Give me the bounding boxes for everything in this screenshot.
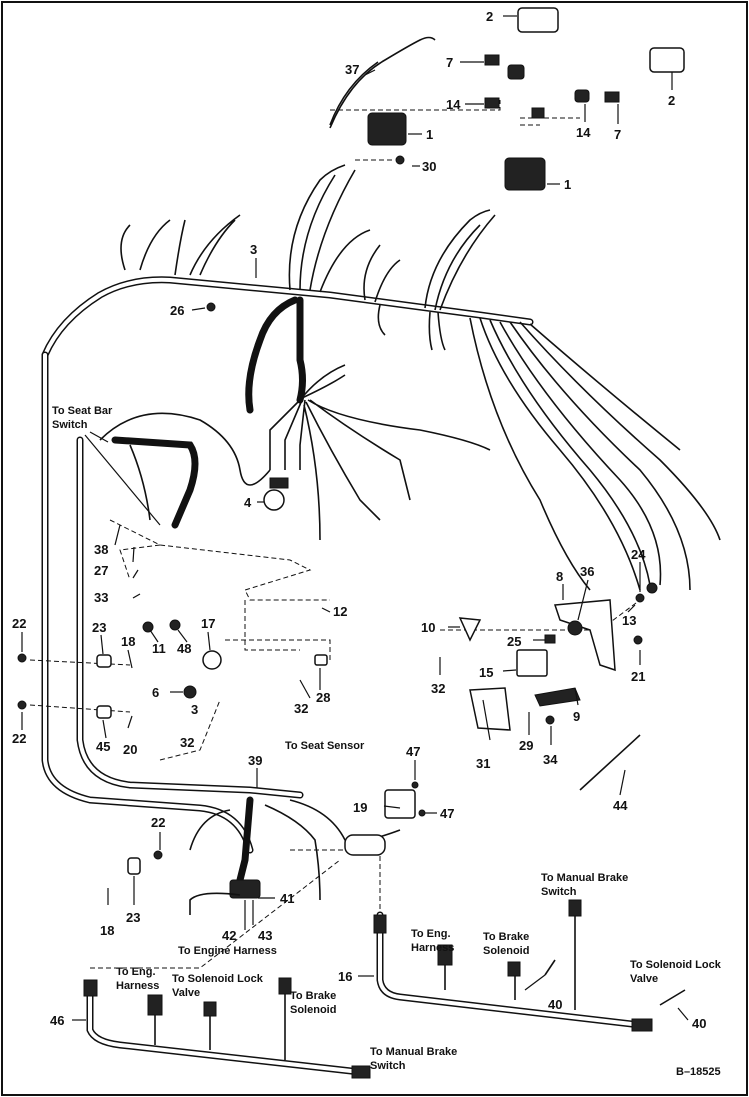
- callout-47-right: 47: [440, 806, 454, 821]
- callout-3-top: 3: [250, 242, 257, 257]
- note-seat-bar-line1: To Seat Bar: [52, 405, 113, 417]
- callout-23-upper: 23: [92, 620, 106, 635]
- note-manual-brake-b-line1: To Manual Brake: [370, 1046, 457, 1058]
- callout-43: 43: [258, 928, 272, 943]
- sub-harness-46: [83, 977, 371, 1079]
- leader-lines: [21, 15, 689, 1021]
- note-solenoid-lock-a-line2: Valve: [630, 973, 658, 985]
- callout-4: 4: [244, 495, 252, 510]
- callout-34: 34: [543, 752, 558, 767]
- callout-38: 38: [94, 542, 108, 557]
- note-eng-harness-b-line2: Harness: [116, 980, 159, 992]
- callout-20: 20: [123, 742, 137, 757]
- callout-26: 26: [170, 303, 184, 318]
- note-solenoid-lock-b-line1: To Solenoid Lock: [172, 973, 264, 985]
- callout-9: 9: [573, 709, 580, 724]
- callout-32-right: 32: [431, 681, 445, 696]
- callout-19: 19: [353, 800, 367, 815]
- callout-47-top: 47: [406, 744, 420, 759]
- callout-39: 39: [248, 753, 262, 768]
- callout-18-upper: 18: [121, 634, 135, 649]
- callout-17: 17: [201, 616, 215, 631]
- callout-12: 12: [333, 604, 347, 619]
- note-solenoid-lock-a-line1: To Solenoid Lock: [630, 959, 722, 971]
- diagram-id: B–18525: [676, 1066, 721, 1078]
- note-brake-solenoid-a-line1: To Brake: [483, 931, 529, 943]
- callout-2-top: 2: [486, 9, 493, 24]
- callout-46: 46: [50, 1013, 64, 1028]
- note-manual-brake-b-line2: Switch: [370, 1060, 406, 1072]
- harness-branch-wires: [120, 164, 721, 591]
- callout-32-left: 32: [294, 701, 308, 716]
- callout-7-right: 7: [614, 127, 621, 142]
- callout-30: 30: [422, 159, 436, 174]
- note-seat-sensor: To Seat Sensor: [285, 740, 365, 752]
- callout-10: 10: [421, 620, 435, 635]
- callout-42: 42: [222, 928, 236, 943]
- callout-18-lower: 18: [100, 923, 114, 938]
- note-solenoid-lock-b-line2: Valve: [172, 987, 200, 999]
- callout-23-lower: 23: [126, 910, 140, 925]
- callout-22-upper: 22: [12, 616, 26, 631]
- callout-40-right: 40: [692, 1016, 706, 1031]
- note-brake-solenoid-b-line2: Solenoid: [290, 1004, 336, 1016]
- callout-36: 36: [580, 564, 594, 579]
- callout-15: 15: [479, 665, 493, 680]
- callout-45: 45: [96, 739, 110, 754]
- callout-27: 27: [94, 563, 108, 578]
- callout-31: 31: [476, 756, 490, 771]
- callout-29: 29: [519, 738, 533, 753]
- callout-14-left: 14: [446, 97, 461, 112]
- callout-8: 8: [556, 569, 563, 584]
- callout-14-right: 14: [576, 125, 591, 140]
- callout-2-right: 2: [668, 93, 675, 108]
- callout-37: 37: [345, 62, 359, 77]
- note-eng-harness-a-line1: To Eng.: [411, 928, 451, 940]
- callout-13: 13: [622, 613, 636, 628]
- callout-22-middle: 22: [12, 731, 26, 746]
- note-engine-harness: To Engine Harness: [178, 945, 277, 957]
- note-manual-brake-a-line1: To Manual Brake: [541, 872, 628, 884]
- note-eng-harness-a-line2: Harness: [411, 942, 454, 954]
- note-seat-bar-line2: Switch: [52, 419, 88, 431]
- callout-1-left: 1: [426, 127, 433, 142]
- callout-11: 11: [152, 641, 166, 656]
- parts: [17, 7, 686, 1006]
- callout-22-lower: 22: [151, 815, 165, 830]
- sub-harness-16: [373, 899, 653, 1032]
- callout-32-center: 32: [180, 735, 194, 750]
- callout-6: 6: [152, 685, 159, 700]
- callout-25: 25: [507, 634, 521, 649]
- callout-41: 41: [280, 891, 294, 906]
- callout-21: 21: [631, 669, 645, 684]
- note-eng-harness-b-line1: To Eng.: [116, 966, 156, 978]
- callout-48: 48: [177, 641, 191, 656]
- callout-44: 44: [613, 798, 628, 813]
- callout-28: 28: [316, 690, 330, 705]
- main-harness: [41, 276, 534, 854]
- callout-33: 33: [94, 590, 108, 605]
- callout-1-right: 1: [564, 177, 571, 192]
- callout-7-left: 7: [446, 55, 453, 70]
- note-brake-solenoid-a-line2: Solenoid: [483, 945, 529, 957]
- center-drop-harness: [245, 296, 491, 541]
- note-brake-solenoid-b-line1: To Brake: [290, 990, 336, 1002]
- callout-24: 24: [631, 547, 646, 562]
- note-manual-brake-a-line2: Switch: [541, 886, 577, 898]
- callout-3-lower: 3: [191, 702, 198, 717]
- callout-16: 16: [338, 969, 352, 984]
- callout-40-center: 40: [548, 997, 562, 1012]
- callout-numbers: 2 7 14 1 30 37 2 14 7 1 3 26 4 38 27 33 …: [12, 9, 706, 1031]
- annotation-notes: To Seat Bar Switch To Seat Sensor To Eng…: [52, 405, 722, 1078]
- dashed-assembly-lines: [29, 100, 641, 969]
